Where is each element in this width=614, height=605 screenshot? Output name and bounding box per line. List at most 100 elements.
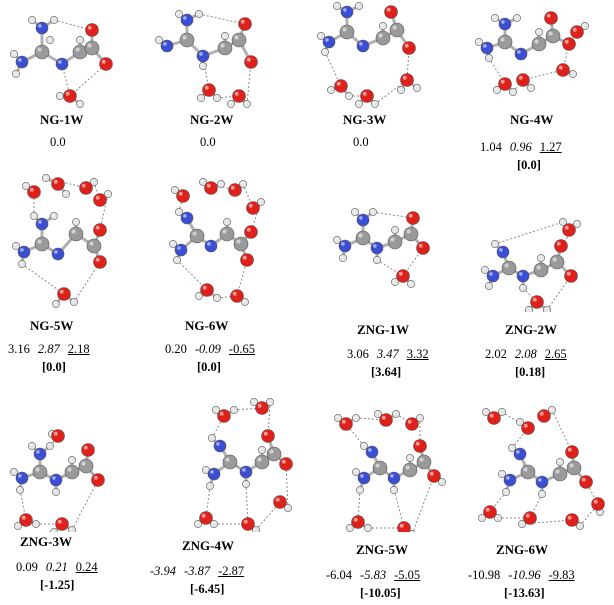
hydrogen-atom (519, 284, 527, 292)
atom-highlight (538, 255, 541, 258)
atom-highlight (246, 57, 251, 62)
atom-highlight (509, 445, 512, 448)
structure-label: NG-5W (30, 318, 74, 333)
atom-highlight (340, 255, 343, 258)
nitrogen-atom (486, 269, 500, 283)
atom-highlight (163, 42, 167, 46)
hydrogen-atom (537, 254, 545, 262)
oxygen-atom (402, 41, 416, 55)
nitrogen-atom (535, 475, 549, 489)
atom-highlight (386, 7, 391, 12)
hydrogen-atom (12, 70, 20, 78)
atom-highlight (518, 75, 523, 80)
oxygen-atom (244, 225, 258, 239)
hydrogen-atom (352, 468, 360, 476)
carbon-atom (497, 34, 513, 50)
structure-label: NG-4W (510, 112, 554, 127)
atom-highlight (353, 415, 356, 418)
hydrogen-atom (243, 100, 251, 108)
atom-highlight (71, 299, 74, 302)
hydrogen-atom (50, 212, 58, 220)
energy-values: 0.0 (353, 135, 369, 149)
atom-highlight (246, 227, 251, 232)
hydrogen-bond (551, 409, 573, 453)
atom-highlight (29, 187, 34, 192)
hydrogen-atom (408, 530, 416, 532)
hydrogen-atom (413, 84, 421, 92)
carbon-atom (520, 464, 536, 480)
atom-highlight (178, 191, 183, 196)
atom-highlight (248, 203, 253, 208)
nitrogen-atom (357, 471, 371, 485)
atom-highlight (439, 479, 442, 482)
atom-highlight (77, 37, 80, 40)
hydrogen-atom (491, 240, 499, 248)
atom-highlight (556, 241, 561, 246)
atom-highlight (172, 187, 175, 190)
atom-highlight (210, 470, 214, 474)
atom-highlight (236, 239, 241, 244)
oxygen-atom (241, 517, 255, 531)
oxygen-atom (498, 77, 512, 91)
nitrogen-atom (51, 247, 65, 261)
oxygen-atom (19, 513, 33, 527)
oxygen-atom (562, 223, 576, 237)
atom-highlight (567, 515, 572, 520)
hydrogen-atom (569, 70, 577, 78)
atom-highlight (199, 52, 203, 56)
oxygen-atom (537, 409, 551, 423)
hydrogen-atom (352, 414, 360, 422)
oxygen-atom (400, 73, 414, 87)
atom-highlight (183, 214, 187, 218)
atom-highlight (555, 469, 560, 474)
atom-highlight (69, 527, 72, 530)
atom-highlight (35, 467, 40, 472)
atom-highlight (31, 213, 34, 216)
hydrogen-bond (529, 493, 543, 519)
atom-highlight (15, 523, 18, 526)
atom-highlight (476, 39, 479, 42)
molecule-ng-5w (12, 174, 112, 308)
atom-highlight (89, 241, 94, 246)
hydrogen-bond (205, 485, 211, 519)
hydrogen-atom (70, 298, 78, 306)
atom-highlight (361, 443, 364, 446)
atom-highlight (564, 39, 569, 44)
atom-highlight (557, 459, 560, 462)
atom-highlight (231, 407, 234, 410)
structure-label: ZNG-1W (357, 322, 409, 337)
hydrogen-atom (391, 226, 399, 234)
atom-highlight (381, 415, 386, 420)
atom-highlight (200, 63, 203, 66)
energy-bracket: [0.0] (197, 360, 221, 374)
carbon-atom (233, 236, 249, 252)
oxygen-atom (564, 269, 578, 283)
atom-highlight (356, 101, 359, 104)
hydrogen-atom (351, 208, 359, 216)
nitrogen-atom (480, 41, 494, 55)
structure-label: NG-1W (40, 112, 84, 127)
hydrogen-atom (76, 100, 84, 108)
oxygen-atom (217, 409, 231, 423)
hydrogen-atom (527, 84, 535, 92)
atom-highlight (408, 281, 411, 284)
energy-bracket: [0.18] (515, 365, 546, 379)
atom-highlight (356, 3, 359, 6)
nitrogen-atom (17, 245, 31, 259)
atom-highlight (380, 23, 383, 26)
hydrogen-atom (221, 32, 229, 40)
nitrogen-atom (49, 473, 63, 487)
nitrogen-atom (356, 39, 370, 53)
hydrogen-atom (242, 480, 250, 488)
hydrogen-bond (522, 69, 564, 81)
atom-highlight (492, 241, 495, 244)
hydrogen-atom (197, 94, 205, 102)
oxygen-atom (232, 89, 246, 103)
nitrogen-atom (498, 17, 512, 31)
carbon-atom (219, 226, 235, 242)
hydrogen-bond (357, 489, 361, 523)
hydrogen-atom (46, 442, 54, 450)
oxygen-atom (255, 401, 269, 415)
